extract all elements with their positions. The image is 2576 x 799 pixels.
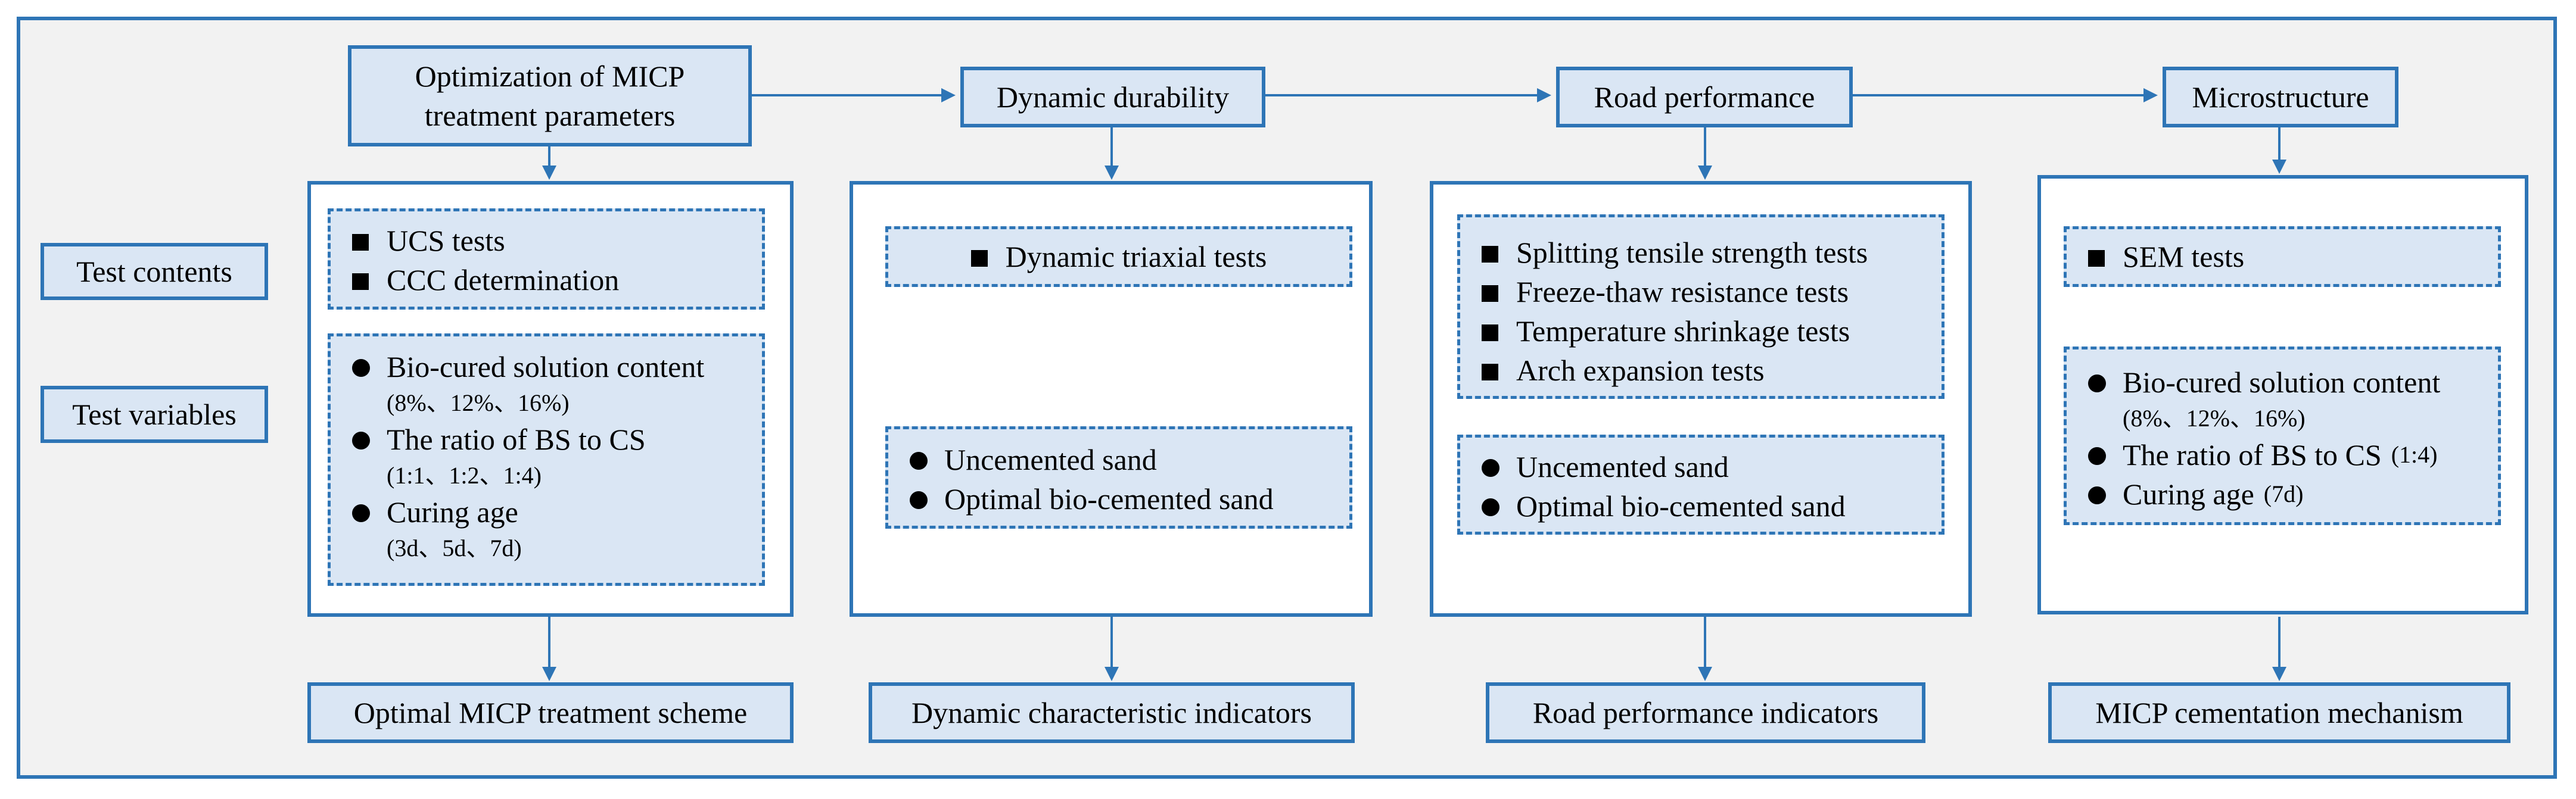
content-text: Freeze-thaw resistance tests	[1516, 275, 1849, 308]
variable-item: Optimal bio-cemented sand	[910, 479, 1328, 519]
variable-item: Optimal bio-cemented sand	[1482, 486, 1920, 526]
content-item: UCS tests	[352, 221, 741, 260]
black-circle-icon	[2088, 374, 2106, 392]
black-square-icon	[2088, 250, 2105, 267]
variable-text: Bio-cured solution content	[2123, 366, 2441, 399]
black-circle-icon	[1482, 459, 1499, 477]
black-circle-icon	[910, 491, 928, 509]
test-variables-box-1: Bio-cured solution content (8%、12%、16%) …	[328, 333, 765, 586]
header-dynamic-durability: Dynamic durability	[960, 67, 1265, 127]
header-microstructure: Microstructure	[2163, 67, 2398, 127]
black-circle-icon	[1482, 498, 1499, 516]
black-square-icon	[352, 273, 369, 290]
variable-values: (1:1、1:2、1:4)	[387, 462, 542, 489]
test-variables-box-3: Uncemented sand Optimal bio-cemented san…	[1457, 435, 1945, 535]
footer-text: Optimal MICP treatment scheme	[353, 696, 748, 729]
black-circle-icon	[352, 359, 370, 377]
test-contents-label: Test contents	[41, 243, 268, 300]
footer-dynamic-indicators: Dynamic characteristic indicators	[869, 682, 1355, 743]
variable-item: Uncemented sand	[1482, 447, 1920, 486]
test-variables-box-2: Uncemented sand Optimal bio-cemented san…	[885, 426, 1352, 529]
header-line: Microstructure	[2192, 80, 2369, 114]
header-line: treatment parameters	[424, 99, 676, 132]
content-item: Splitting tensile strength tests	[1482, 233, 1920, 272]
black-square-icon	[970, 250, 988, 267]
black-circle-icon	[2088, 447, 2106, 465]
black-circle-icon	[352, 504, 370, 522]
variable-item: Bio-cured solution content	[352, 347, 741, 386]
variable-text: Optimal bio-cemented sand	[944, 482, 1274, 516]
variable-text: The ratio of BS to CS	[2123, 438, 2382, 472]
footer-cementation-mechanism: MICP cementation mechanism	[2048, 682, 2510, 743]
variable-values: (1:4)	[2391, 441, 2438, 468]
variable-text: Uncemented sand	[1516, 450, 1729, 483]
footer-text: MICP cementation mechanism	[2095, 696, 2463, 729]
content-item: Freeze-thaw resistance tests	[1482, 272, 1920, 311]
variable-values: (7d)	[2263, 480, 2304, 507]
variable-item: The ratio of BS to CS (1:4)	[2088, 435, 2477, 475]
black-square-icon	[1482, 364, 1498, 380]
footer-text: Road performance indicators	[1532, 696, 1879, 729]
header-line: Dynamic durability	[996, 80, 1230, 114]
variable-text: Curing age	[387, 495, 518, 529]
variable-item: Uncemented sand	[910, 440, 1328, 479]
black-square-icon	[1482, 324, 1498, 341]
variable-text: Curing age	[2123, 477, 2254, 511]
content-text: SEM tests	[2123, 240, 2245, 273]
content-item: SEM tests	[2088, 237, 2244, 276]
content-text: UCS tests	[387, 224, 505, 257]
variable-text: Bio-cured solution content	[387, 350, 705, 383]
content-item: Temperature shrinkage tests	[1482, 311, 1920, 351]
black-circle-icon	[910, 452, 928, 470]
variable-values: (8%、12%、16%)	[2123, 405, 2306, 432]
content-text: CCC determination	[387, 263, 620, 296]
black-circle-icon	[352, 432, 370, 450]
test-contents-box-2: Dynamic triaxial tests	[885, 226, 1352, 287]
header-micp-optimization: Optimization of MICP treatment parameter…	[348, 45, 752, 146]
variable-item: The ratio of BS to CS	[352, 420, 741, 459]
black-square-icon	[1482, 246, 1498, 263]
footer-road-indicators: Road performance indicators	[1486, 682, 1925, 743]
test-contents-box-4: SEM tests	[2064, 226, 2501, 287]
variable-item: Bio-cured solution content	[2088, 363, 2477, 402]
black-square-icon	[1482, 285, 1498, 302]
header-line: Optimization of MICP	[415, 60, 685, 93]
variable-text: Uncemented sand	[944, 443, 1157, 476]
test-variables-text: Test variables	[72, 398, 237, 431]
content-item: CCC determination	[352, 260, 741, 299]
test-contents-text: Test contents	[76, 255, 232, 288]
test-contents-box-1: UCS tests CCC determination	[328, 208, 765, 310]
footer-optimal-micp-scheme: Optimal MICP treatment scheme	[307, 682, 794, 743]
footer-text: Dynamic characteristic indicators	[911, 696, 1312, 729]
header-line: Road performance	[1594, 80, 1815, 114]
variable-values: (8%、12%、16%)	[387, 389, 570, 416]
variable-text: Optimal bio-cemented sand	[1516, 489, 1846, 523]
test-variables-box-4: Bio-cured solution content (8%、12%、16%) …	[2064, 347, 2501, 525]
test-variables-label: Test variables	[41, 386, 268, 443]
content-text: Dynamic triaxial tests	[1005, 240, 1267, 273]
header-road-performance: Road performance	[1556, 67, 1853, 127]
black-square-icon	[352, 234, 369, 251]
content-text: Temperature shrinkage tests	[1516, 314, 1850, 348]
content-item: Dynamic triaxial tests	[970, 237, 1267, 276]
content-text: Arch expansion tests	[1516, 354, 1765, 387]
variable-item: Curing age	[352, 492, 741, 532]
content-text: Splitting tensile strength tests	[1516, 236, 1868, 269]
black-circle-icon	[2088, 486, 2106, 504]
variable-text: The ratio of BS to CS	[387, 423, 646, 456]
test-contents-box-3: Splitting tensile strength tests Freeze-…	[1457, 214, 1945, 399]
content-item: Arch expansion tests	[1482, 351, 1920, 390]
variable-values: (3d、5d、7d)	[387, 535, 522, 561]
variable-item: Curing age (7d)	[2088, 475, 2477, 514]
